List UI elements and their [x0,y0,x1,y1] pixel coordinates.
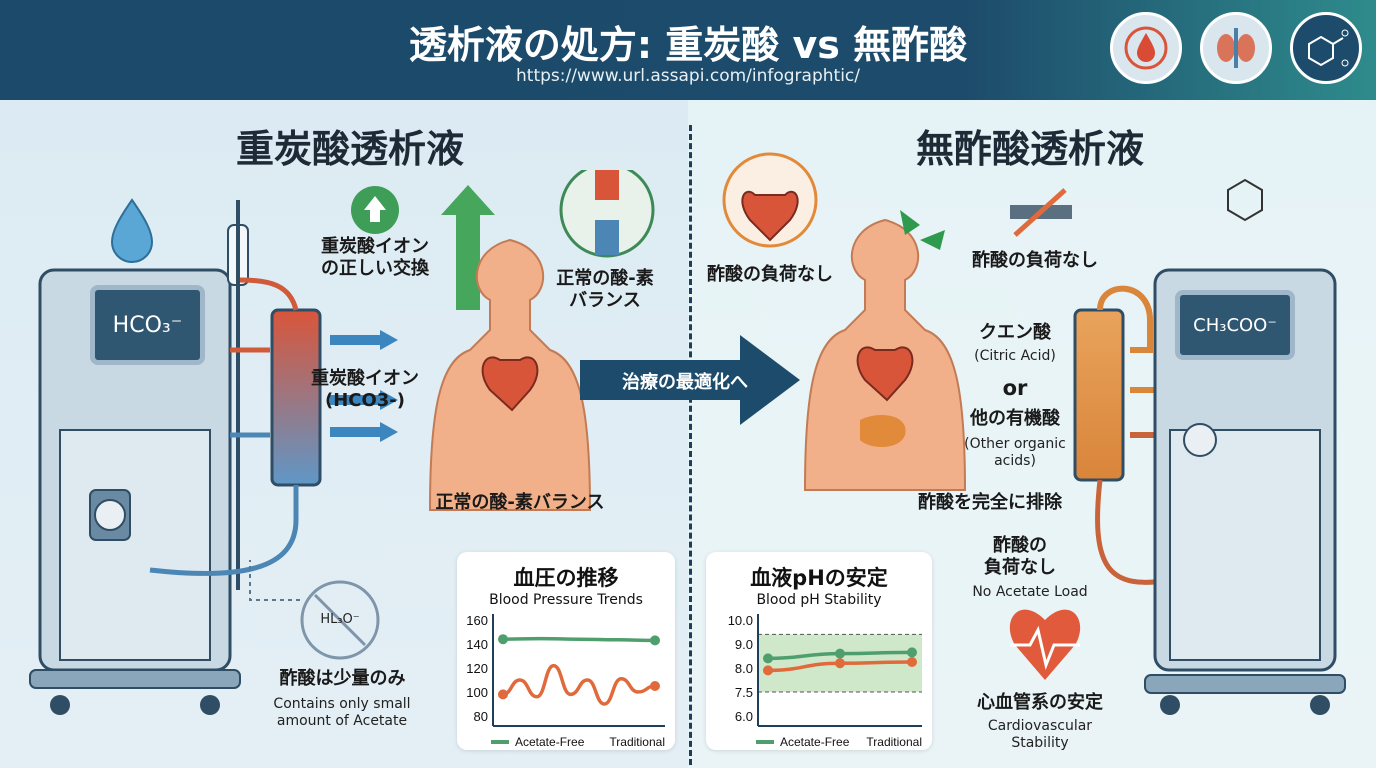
page-url: https://www.url.assapi.com/infographtic/ [516,66,860,86]
no-load-top-label: 酢酸の負荷なし [972,250,1098,271]
y-tick-label: 9.0 [735,637,753,652]
data-point [650,681,660,691]
legend-traditional: Traditional [609,735,665,749]
page-title: 透析液の処方: 重炭酸 vs 無酢酸 [408,23,968,67]
other-acids-jp: 他の有機酸 [970,408,1060,429]
ph-chart-subtitle: Blood pH Stability [756,592,882,608]
kidney-icon [1200,12,1272,84]
series-line-acetate-free [502,636,656,643]
or-label: or [1002,376,1028,400]
header: 透析液の処方: 重炭酸 vs 無酢酸 https://www.url.assap… [0,0,1376,100]
up-arrow-icon [364,196,386,222]
data-point [650,635,660,646]
cardio-jp: 心血管系の安定 [977,692,1103,713]
legend-acetate-free: Acetate-Free [780,735,850,749]
heart-icon [481,356,539,412]
legend-traditional: Traditional [866,735,922,749]
bp-chart-subtitle: Blood Pressure Trends [489,592,643,608]
bicarbonate-machine-illustration [29,170,655,715]
data-point [907,647,917,658]
legend-acetate-free: Acetate-Free [515,735,585,749]
center-arrow-label: 治療の最適化へ [622,372,748,393]
heart-pulse-icon [1009,609,1081,680]
no-load-heart-label: 酢酸の負荷なし [707,264,833,285]
y-tick-label: 8.0 [735,661,753,676]
data-point [763,653,773,664]
divider [689,125,692,765]
y-tick-label: 100 [466,685,488,700]
exchange-label: 重炭酸イオン の正しい交換 [321,236,429,279]
y-tick-label: 80 [474,709,488,724]
acetate-small-jp: 酢酸は少量のみ [279,668,406,689]
bp-chart-title: 血圧の推移 [513,566,619,590]
cardio-en: Cardiovascular Stability [987,718,1093,751]
no-load-jp: 酢酸の 負荷なし [984,535,1056,578]
data-point [498,689,508,700]
y-tick-label: 7.5 [735,685,753,700]
data-point [907,657,917,667]
left-title: 重炭酸透析液 [235,127,464,171]
data-point [835,648,845,659]
y-tick-label: 6.0 [735,709,753,724]
ion-label: 重炭酸イオン (HCO3-) [311,368,419,411]
citric-en: (Citric Acid) [974,348,1056,364]
acetate-molecule: HL₃O⁻ [320,612,360,627]
other-acids-en: (Other organic acids) [964,436,1066,469]
molecule-icon [1290,12,1362,84]
left-monitor: HCO₃⁻ [90,285,205,365]
y-tick-label: 10.0 [728,613,753,628]
acetate-free-machine-illustration [722,152,1346,715]
right-monitor: CH₃COO⁻ [1175,290,1295,360]
ph-chart-title: 血液pHの安定 [750,566,888,590]
y-tick-label: 140 [466,637,488,652]
series-line-traditional [502,663,656,706]
y-tick-label: 160 [466,613,488,628]
data-point [763,665,773,676]
data-point [498,634,508,645]
ph-chart-card: 血液pHの安定 Blood pH Stability 10.0 9.0 8.0 7.5… [706,552,932,750]
bp-chart-card: 血圧の推移 Blood Pressure Trends 160 140 120 100… [457,552,675,750]
water-drop-icon [110,198,154,263]
balance-label-bottom: 正常の酸-素バランス [435,492,605,513]
eliminate-label: 酢酸を完全に排除 [918,492,1062,513]
center-arrow [580,335,800,425]
balance-label-top: 正常の酸-素 バランス [556,268,654,311]
no-load-en: No Acetate Load [972,584,1088,600]
y-tick-label: 120 [466,661,488,676]
blood-drop-cycle-icon [1110,12,1182,84]
acetate-small-en: Contains only small amount of Acetate [273,696,411,729]
right-title: 無酢酸透析液 [915,127,1144,171]
citric-jp: クエン酸 [979,322,1051,343]
data-point [835,658,845,669]
